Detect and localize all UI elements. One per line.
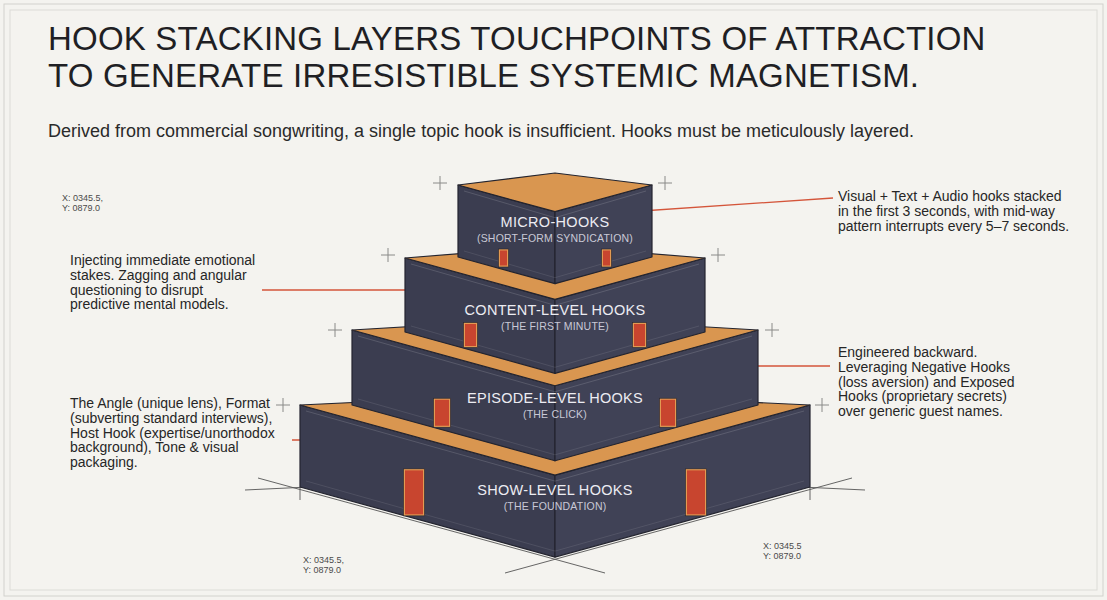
tier-subtitle: (SHORT-FORM SYNDICATION): [458, 232, 652, 244]
tier-heading: SHOW-LEVEL HOOKS: [300, 482, 810, 498]
door-frame: [434, 398, 451, 427]
tier-top-face: [405, 246, 705, 299]
tier-heading: MICRO-HOOKS: [458, 214, 652, 230]
door-frame: [499, 249, 509, 267]
door-frame: [602, 249, 612, 267]
door-frame: [464, 323, 478, 348]
crosshair: [276, 398, 290, 412]
door-opening: [687, 470, 705, 514]
crosshair: [328, 323, 342, 337]
diagram-title: HOOK STACKING LAYERS TOUCHPOINTS OF ATTR…: [48, 20, 998, 94]
tier-heading: CONTENT-LEVEL HOOKS: [405, 302, 705, 318]
leader-line: [627, 198, 833, 212]
tier-trim-line: [411, 264, 699, 305]
crosshair: [658, 176, 672, 190]
tier-subtitle: (THE FIRST MINUTE): [405, 320, 705, 332]
door-opening: [435, 400, 449, 426]
tier-trim-line: [464, 191, 646, 218]
door-frame: [404, 469, 425, 516]
door-opening: [661, 400, 675, 426]
crosshair: [433, 176, 447, 190]
crosshair: [381, 248, 395, 262]
door-frame: [686, 469, 707, 516]
door-frame: [633, 323, 647, 348]
door-opening: [465, 324, 476, 346]
ground-tick: [300, 487, 301, 500]
door-opening: [500, 251, 507, 266]
frame-outer: [4, 4, 1103, 596]
door-frame: [660, 398, 677, 427]
annotation: The Angle (unique lens), Format (subvert…: [70, 396, 275, 470]
door-opening: [603, 251, 610, 266]
annotation: Visual + Text + Audio hooks stacked in t…: [838, 189, 1073, 233]
tier-subtitle: (THE CLICK): [352, 408, 758, 420]
annotation: Injecting immediate emotional stakes. Za…: [70, 253, 265, 312]
subtitle: Derived from commercial songwriting, a s…: [48, 121, 1098, 142]
crosshair: [815, 398, 829, 412]
tier-top-face: [458, 173, 652, 212]
coordinate-label: X: 0345.5 Y: 0879.0: [763, 541, 809, 561]
tier-trim-line: [306, 411, 804, 481]
tier-trim-line: [358, 336, 752, 392]
frame-inner: [10, 10, 1097, 590]
crosshair: [711, 248, 725, 262]
tier-top-face: [300, 393, 810, 475]
annotation: Engineered backward. Leveraging Negative…: [838, 345, 1033, 419]
ground-tick: [810, 487, 811, 500]
door-opening: [405, 470, 423, 514]
door-opening: [634, 324, 645, 346]
tier-subtitle: (THE FOUNDATION): [300, 500, 810, 512]
coordinate-label: X: 0345.5, Y: 0879.0: [303, 555, 349, 575]
crosshair: [765, 323, 779, 337]
pyramid-tier: MICRO-HOOKS (SHORT-FORM SYNDICATION): [458, 173, 652, 284]
tier-heading: EPISODE-LEVEL HOOKS: [352, 390, 758, 406]
coordinate-label: X: 0345.5, Y: 0879.0: [62, 193, 108, 213]
